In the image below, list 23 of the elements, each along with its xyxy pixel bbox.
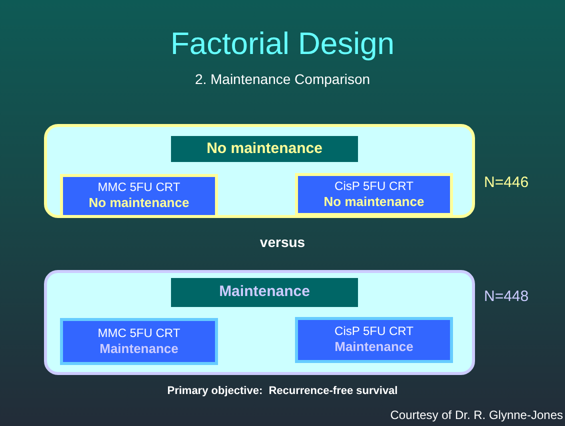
- group-heading: Maintenance: [171, 278, 358, 307]
- arm-label: No maintenance: [88, 195, 190, 212]
- versus-label: versus: [258, 233, 306, 252]
- arm-treatment: MMC 5FU CRT: [98, 180, 180, 196]
- arm-label: Maintenance: [100, 340, 178, 358]
- sample-size: N=448: [484, 287, 529, 307]
- arm-label: Maintenance: [334, 339, 414, 356]
- arm-box: [295, 173, 453, 216]
- slide-title: Factorial Design: [170, 28, 396, 59]
- slide-subtitle: 2. Maintenance Comparison: [194, 70, 372, 89]
- arm-label: No maintenance: [324, 194, 424, 210]
- sample-size: N=446: [484, 173, 529, 193]
- group-panel: [44, 124, 475, 218]
- arm-treatment: CisP 5FU CRT: [334, 324, 414, 340]
- credit-note: Courtesy of Dr. R. Glynne-Jones: [390, 407, 563, 424]
- group-heading: No maintenance: [171, 136, 358, 162]
- arm-treatment: MMC 5FU CRT: [98, 326, 180, 341]
- arm-box: [295, 317, 453, 363]
- arm-box: [60, 174, 218, 218]
- objective-note: Primary objective: Recurrence-free survival: [166, 384, 399, 399]
- arm-box: [60, 318, 218, 365]
- arm-treatment: CisP 5FU CRT: [334, 178, 414, 194]
- group-panel: [44, 270, 475, 375]
